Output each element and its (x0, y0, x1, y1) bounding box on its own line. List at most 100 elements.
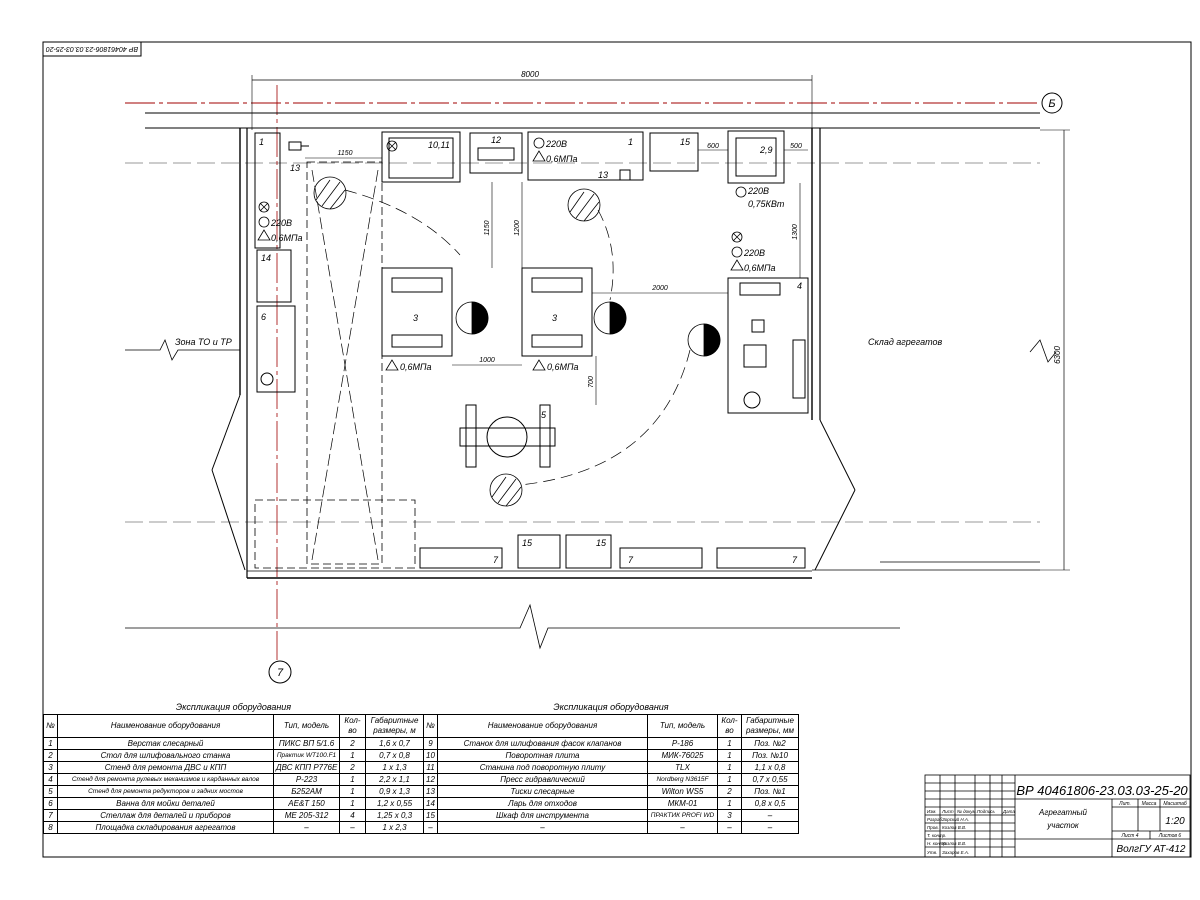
table-cell: Практик WT100.F1 (273, 749, 340, 762)
axis-lines (125, 85, 1040, 660)
table-cell: – (740, 821, 800, 834)
mark-13-top: 13 (598, 170, 608, 180)
table-cell: 1 (717, 749, 742, 762)
dim-700: 700 (588, 376, 595, 388)
table-cell: 1 (339, 785, 366, 798)
table-header-cell: Тип, модель (273, 714, 340, 738)
table-cell: Nordberg N3615F (647, 773, 718, 786)
table-cell: Стол для шлифовального станка (57, 749, 274, 762)
table-cell: Р-223 (273, 773, 340, 786)
table-cell: 1,25 х 0,3 (364, 809, 425, 822)
table-cell: 1 (717, 773, 742, 786)
crane-path (306, 161, 383, 565)
dim-1000: 1000 (479, 357, 495, 364)
table-cell: МЕ 205-312 (273, 809, 340, 822)
dimension-height (1040, 129, 1070, 571)
table-header-cell: Кол-во (339, 714, 366, 738)
workbench-left (254, 132, 281, 249)
mark-7-c: 7 (792, 555, 798, 565)
stamp-col-scale: Масштаб (1163, 801, 1187, 807)
table-cell: Р-186 (647, 737, 718, 750)
table-cell: АЕ&Т 150 (273, 797, 340, 810)
util-220-right: 220В (743, 248, 765, 258)
table-cell: 1 х 2,3 (364, 821, 425, 834)
storage-area-8 (254, 499, 416, 569)
table-cell: Ларь для отходов (437, 797, 648, 810)
mark-13-left: 13 (290, 163, 300, 173)
dim-height-label: 6300 (1053, 346, 1062, 364)
table-cell: МКМ-01 (647, 797, 718, 810)
stamp-role-1: Лист (941, 809, 954, 814)
workbench-top (527, 131, 644, 181)
table-header-cell: Габаритные размеры, мм (740, 714, 800, 738)
axis-marker-7 (268, 660, 292, 684)
stamp-person-role: Разраб. (927, 817, 943, 822)
util-p-top: 0,6МПа (546, 154, 578, 164)
table-cell: 4 (339, 809, 366, 822)
stamp-person-name: Козлов В.В. (942, 825, 966, 830)
table-cell: 1 (717, 737, 742, 750)
dimension-width (251, 75, 813, 130)
table-cell: Шкаф для инструмента (437, 809, 648, 822)
table-cell: 12 (423, 773, 438, 786)
util-p-left: 0,6МПа (271, 233, 303, 243)
util-p-stand3l: 0,6МПа (400, 362, 432, 372)
table-cell: Стенд для ремонта ДВС и КПП (57, 761, 274, 774)
mark-14: 14 (261, 253, 271, 263)
util-220-left: 220В (270, 218, 292, 228)
mark-7-a: 7 (493, 555, 499, 565)
table-cell: 10 (423, 749, 438, 762)
table-cell: Поз. №1 (740, 785, 800, 798)
dim-1200: 1200 (514, 220, 521, 236)
table-header-cell: Наименование оборудования (57, 714, 274, 738)
table-cell: – (339, 821, 366, 834)
stamp-role-0: Изм. (927, 809, 937, 814)
table-cell: 1,2 х 0,55 (364, 797, 425, 810)
mark-1-left: 1 (259, 137, 264, 147)
table-cell: Поз. №2 (740, 737, 800, 750)
stamp-code: ВР 40461806-23.03.03-25-20 (1016, 783, 1188, 798)
walls (125, 112, 1057, 650)
table-cell: 2,2 х 1,1 (364, 773, 425, 786)
table-cell: 0,7 х 0,55 (740, 773, 800, 786)
dim-1150-v: 1150 (484, 220, 491, 235)
steering-stand-4 (727, 277, 809, 414)
table-cell: 2 (717, 785, 742, 798)
stamp-person-name: Козлов В.В. (942, 841, 966, 846)
table-cell: – (273, 821, 340, 834)
table-cell: Стеллаж для деталей и приборов (57, 809, 274, 822)
rack-7-b (619, 547, 703, 569)
table-header-cell: № (423, 714, 438, 738)
axis-label-7: 7 (277, 667, 284, 679)
table-cell: Станок для шлифования фасок клапанов (437, 737, 648, 750)
table-cell: Станина под поворотную плиту (437, 761, 648, 774)
rotated-code-text: ВР 40461806-23.03.03-25-20 (46, 45, 138, 52)
stamp-col-mass: Масса (1142, 801, 1157, 807)
table-cell: 1 х 1,3 (364, 761, 425, 774)
table-cell: 1 (717, 761, 742, 774)
title-block (924, 774, 1191, 858)
stamp-person-role: Т. контр. (927, 833, 946, 838)
bath-drain (260, 372, 274, 386)
util-220-grind: 220В (747, 186, 769, 196)
table-cell: 14 (423, 797, 438, 810)
table-cell: Ванна для мойки деталей (57, 797, 274, 810)
mark-15-b: 15 (596, 538, 607, 548)
table-cell: 8 (43, 821, 58, 834)
axis-label-b: Б (1048, 98, 1055, 110)
table-cell: ПРАКТИК PROFI WD (647, 809, 718, 822)
table-cell: 1 (43, 737, 58, 750)
util-kw-grind: 0,75КВт (748, 199, 785, 209)
stamp-title-1: Агрегатный (1038, 808, 1087, 817)
operator-positions (313, 176, 721, 507)
